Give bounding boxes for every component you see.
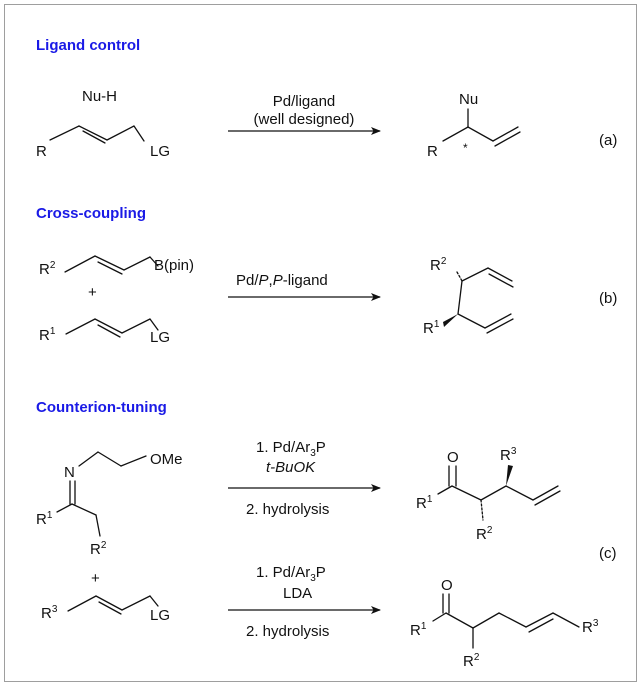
imine-n-label: N bbox=[64, 464, 75, 481]
top-base-tbuok: t-BuOK bbox=[266, 459, 316, 476]
imine-r2-label: R2 bbox=[90, 540, 107, 558]
bottom-product-r1-label: R1 bbox=[410, 621, 427, 639]
allyl-substrate-a bbox=[49, 125, 145, 144]
bottom-condition-1: 1. Pd/Ar3P bbox=[256, 564, 326, 584]
imine-r1-label: R1 bbox=[36, 510, 53, 528]
condition-pd-pp-ligand: Pd/P,P-ligand bbox=[236, 272, 328, 289]
stereocenter-mark: * bbox=[463, 141, 468, 155]
top-product-ketone bbox=[437, 465, 561, 521]
bottom-product-ketone bbox=[432, 593, 580, 649]
allyl-substrate-c bbox=[67, 595, 159, 615]
top-product-r3-label: R3 bbox=[500, 446, 517, 464]
imine-substrate bbox=[56, 451, 147, 537]
bottom-product-r2-label: R2 bbox=[463, 652, 480, 670]
allyl-substrate-b bbox=[65, 318, 159, 338]
bottom-product-o-label: O bbox=[441, 577, 453, 594]
product-r-label: R bbox=[427, 143, 438, 160]
top-product-r1-label: R1 bbox=[416, 494, 433, 512]
header-counterion-tuning: Counterion-tuning bbox=[36, 399, 167, 416]
diene-product-b bbox=[443, 267, 514, 334]
label-c: (c) bbox=[599, 545, 617, 562]
condition-pd-ligand: Pd/ligand bbox=[273, 93, 336, 110]
allyl-lg-label: LG bbox=[150, 329, 170, 346]
bottom-condition-2: 2. hydrolysis bbox=[246, 623, 329, 640]
top-product-r2-label: R2 bbox=[476, 525, 493, 543]
product-r1-label: R1 bbox=[423, 319, 440, 337]
condition-well-designed: (well designed) bbox=[254, 111, 355, 128]
product-nu-label: Nu bbox=[459, 91, 478, 108]
allyl-r1-label: R1 bbox=[39, 326, 56, 344]
substrate-lg-label: LG bbox=[150, 143, 170, 160]
bottom-base-lda: LDA bbox=[283, 585, 312, 602]
plus-sign-b: + bbox=[88, 284, 97, 301]
header-ligand-control: Ligand control bbox=[36, 37, 140, 54]
boronate-r2-label: R2 bbox=[39, 260, 56, 278]
bpin-group: B(pin) bbox=[154, 257, 194, 274]
header-cross-coupling: Cross-coupling bbox=[36, 205, 146, 222]
allyl-lg-label-c: LG bbox=[150, 607, 170, 624]
scheme-frame bbox=[4, 4, 637, 682]
allyl-r3-label: R3 bbox=[41, 604, 58, 622]
allylboronate bbox=[64, 255, 159, 275]
top-product-o-label: O bbox=[447, 449, 459, 466]
label-b: (b) bbox=[599, 290, 617, 307]
substrate-r-label: R bbox=[36, 143, 47, 160]
label-a: (a) bbox=[599, 132, 617, 149]
plus-sign-c: + bbox=[91, 570, 100, 587]
top-condition-2: 2. hydrolysis bbox=[246, 501, 329, 518]
bottom-product-r3-label: R3 bbox=[582, 618, 599, 636]
imine-ome-label: OMe bbox=[150, 451, 183, 468]
allyl-product-a bbox=[442, 108, 521, 147]
top-condition-1: 1. Pd/Ar3P bbox=[256, 439, 326, 459]
product-r2-label: R2 bbox=[430, 256, 447, 274]
nu-h-reagent: Nu-H bbox=[82, 88, 117, 105]
